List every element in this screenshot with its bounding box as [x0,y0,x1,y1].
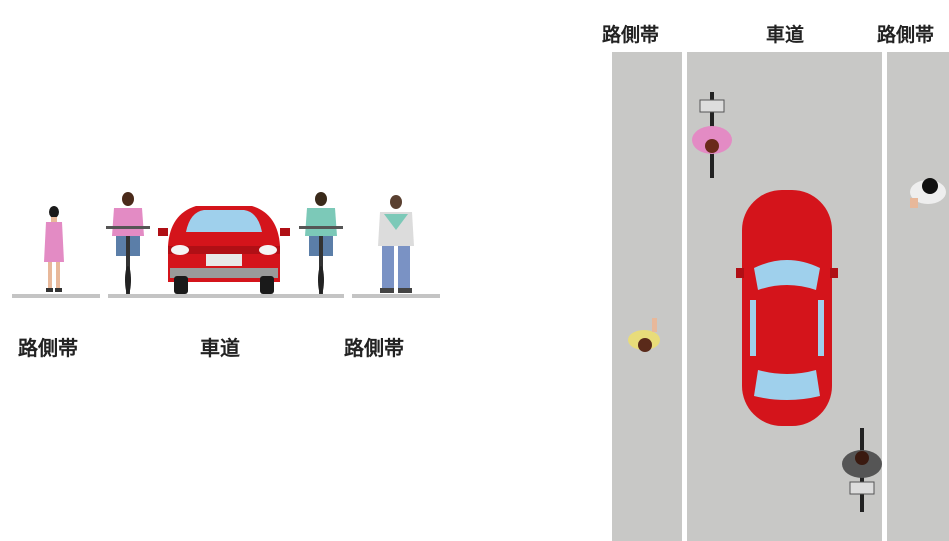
ground-roadway [108,294,344,298]
top-view [612,52,949,541]
lane-line-left [682,52,687,541]
ground-right-side-strip [352,294,440,298]
front-view [12,192,440,298]
top-center-label: 車道 [766,24,805,46]
pedestrian-top-left [628,318,660,352]
front-center-label: 車道 [200,336,240,360]
front-right-label: 路側帯 [344,336,404,360]
cyclist-top-right [842,428,882,512]
car-top [736,190,838,426]
top-left-label: 路側帯 [602,24,660,46]
cyclist-front-left [106,192,150,294]
car-front [158,206,290,294]
front-left-label: 路側帯 [18,336,78,360]
pedestrian-front-left [44,206,64,292]
cyclist-front-right [299,192,343,294]
cyclist-top-left [692,92,732,178]
pedestrian-top-right [910,178,946,208]
lane-line-right [882,52,887,541]
pedestrian-front-right [378,195,414,293]
ground-left-side-strip [12,294,100,298]
top-right-label: 路側帯 [877,24,935,46]
